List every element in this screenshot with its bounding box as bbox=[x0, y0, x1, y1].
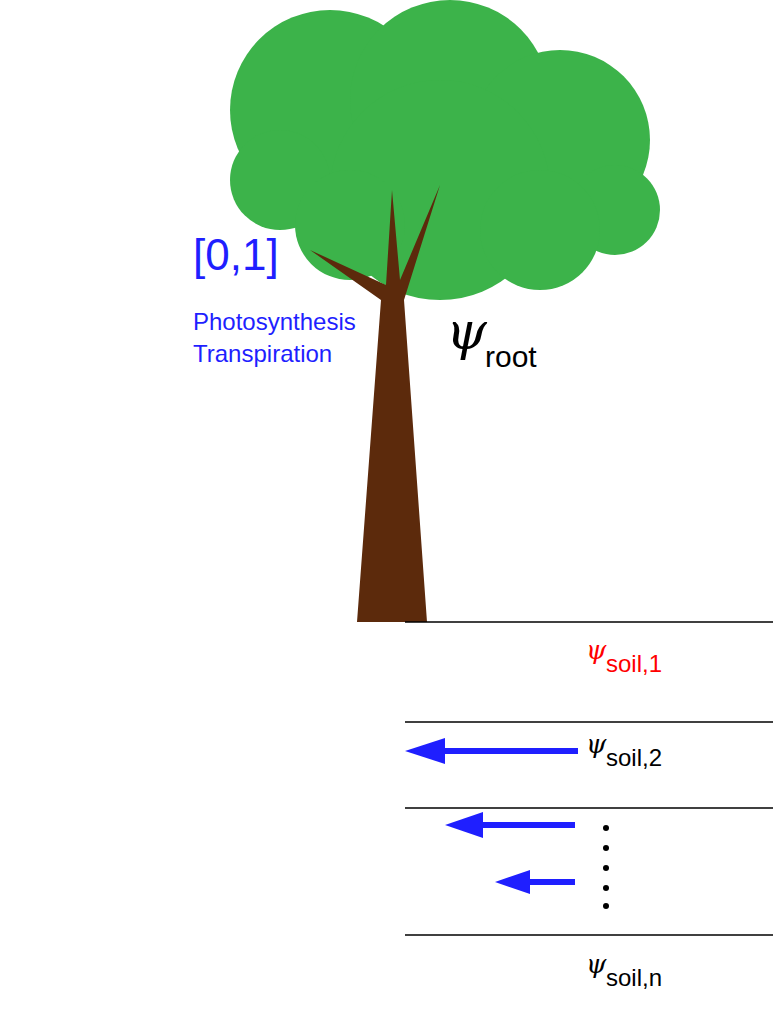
ellipsis-dot bbox=[603, 903, 609, 909]
potential-symbol-box: ψ bbox=[586, 950, 606, 980]
ellipsis-dot bbox=[603, 885, 609, 891]
tree-trunk bbox=[310, 185, 440, 622]
potential-subscript-box: soil,n bbox=[606, 964, 662, 992]
ellipsis-dots bbox=[603, 825, 609, 909]
ellipsis-dot bbox=[603, 845, 609, 851]
potential-subscript: soil,1 bbox=[606, 650, 662, 677]
potential-symbol: ψ bbox=[586, 729, 606, 759]
flow-arrowhead bbox=[445, 812, 483, 838]
potential-symbol: ψ bbox=[586, 949, 606, 979]
soil-boundary bbox=[405, 621, 773, 623]
process-label-box: Transpiration bbox=[193, 340, 332, 368]
potential-symbol-box: ψ bbox=[446, 302, 487, 362]
flow-arrowhead bbox=[495, 870, 530, 894]
process-label: Photosynthesis bbox=[193, 308, 356, 335]
soil-boundary bbox=[405, 807, 773, 809]
flow-arrow-shaft bbox=[525, 879, 575, 885]
tree-canopy bbox=[230, 0, 660, 300]
potential-subscript-box: soil,1 bbox=[606, 650, 662, 678]
potential-subscript-box: soil,2 bbox=[606, 744, 662, 772]
potential-symbol-box: ψ bbox=[586, 636, 606, 666]
soil-boundary bbox=[405, 721, 773, 723]
water-flow-arrows bbox=[405, 738, 578, 894]
flow-arrow-shaft bbox=[478, 822, 575, 828]
ellipsis-dot bbox=[603, 865, 609, 871]
potential-symbol: ψ bbox=[586, 635, 606, 665]
process-label-box: Photosynthesis bbox=[193, 308, 356, 336]
flow-arrowhead bbox=[405, 738, 445, 764]
range-label-box: [0,1] bbox=[193, 230, 279, 281]
range-label: [0,1] bbox=[193, 230, 279, 279]
potential-symbol-box: ψ bbox=[586, 730, 606, 760]
soil-layer-lines bbox=[405, 622, 773, 935]
process-label: Transpiration bbox=[193, 340, 332, 367]
potential-symbol: ψ bbox=[446, 301, 487, 361]
flow-arrow-shaft bbox=[440, 748, 578, 754]
ellipsis-dot bbox=[603, 825, 609, 831]
potential-subscript: soil,2 bbox=[606, 744, 662, 771]
canopy-lobe bbox=[480, 170, 600, 290]
soil-boundary bbox=[405, 934, 773, 936]
potential-subscript: soil,n bbox=[606, 964, 662, 991]
potential-subscript: root bbox=[485, 340, 537, 373]
potential-subscript-box: root bbox=[485, 340, 537, 375]
